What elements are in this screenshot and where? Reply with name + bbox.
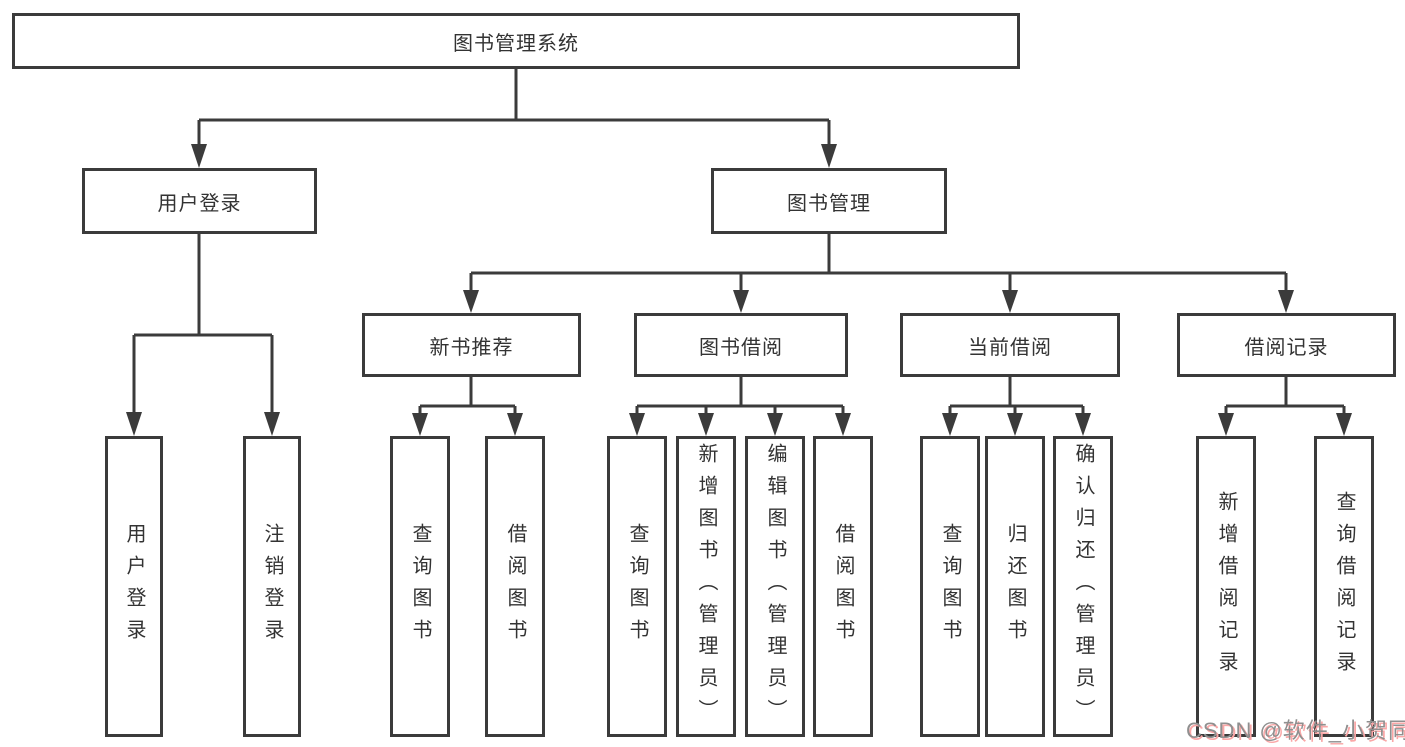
arrow-down-icon	[1218, 413, 1234, 436]
arrow-down-icon	[942, 413, 958, 436]
arrow-down-icon	[264, 412, 280, 436]
leaf-label: 查询图书	[626, 522, 648, 651]
leaf-borrow-books-2: 借阅图书	[813, 436, 873, 737]
connector-new-book-recommend-to-leaves	[412, 377, 523, 436]
connector-root-to-level2	[191, 69, 837, 168]
leaf-query-borrow-record: 查询借阅记录	[1314, 436, 1374, 737]
leaf-label: 新增图书（管理员）	[695, 442, 717, 731]
leaf-label: 注销登录	[261, 522, 283, 651]
arrow-down-icon	[1075, 413, 1091, 436]
leaf-label: 查询图书	[409, 522, 431, 651]
arrow-down-icon	[767, 413, 783, 436]
leaf-label: 编辑图书（管理员）	[764, 442, 786, 731]
leaf-label: 借阅图书	[504, 522, 526, 651]
node-book-borrow: 图书借阅	[634, 313, 848, 377]
leaf-label: 确认归还（管理员）	[1072, 442, 1094, 731]
arrow-down-icon	[733, 290, 749, 313]
leaf-label: 归还图书	[1004, 522, 1026, 651]
arrow-down-icon	[507, 413, 523, 436]
node-borrow-records: 借阅记录	[1177, 313, 1396, 377]
arrow-down-icon	[191, 144, 207, 168]
connector-book-borrow-to-leaves	[629, 377, 851, 436]
leaf-label: 用户登录	[123, 522, 145, 651]
leaf-query-books-3: 查询图书	[920, 436, 980, 737]
arrow-down-icon	[1336, 413, 1352, 436]
node-book-management: 图书管理	[711, 168, 947, 234]
leaf-query-books-1: 查询图书	[390, 436, 450, 737]
arrow-down-icon	[463, 290, 479, 313]
leaf-label: 借阅图书	[832, 522, 854, 651]
leaf-return-books: 归还图书	[985, 436, 1045, 737]
leaf-label: 查询图书	[939, 522, 961, 651]
leaf-add-borrow-record: 新增借阅记录	[1196, 436, 1256, 737]
arrow-down-icon	[629, 413, 645, 436]
arrow-down-icon	[835, 413, 851, 436]
leaf-query-books-2: 查询图书	[607, 436, 667, 737]
leaf-label: 新增借阅记录	[1215, 490, 1237, 683]
arrow-down-icon	[1007, 413, 1023, 436]
arrow-down-icon	[821, 144, 837, 168]
node-new-book-recommend: 新书推荐	[362, 313, 581, 377]
leaf-label: 查询借阅记录	[1333, 490, 1355, 683]
node-library-management-system: 图书管理系统	[12, 13, 1020, 69]
node-current-borrow: 当前借阅	[900, 313, 1120, 377]
connector-user-login-to-leaves	[126, 234, 280, 436]
csdn-watermark: CSDN @软件_小贺同学	[1186, 718, 1405, 743]
leaf-add-books-admin: 新增图书（管理员）	[676, 436, 736, 737]
arrow-down-icon	[1002, 290, 1018, 313]
leaf-confirm-return-admin: 确认归还（管理员）	[1053, 436, 1113, 737]
arrow-down-icon	[126, 412, 142, 436]
leaf-borrow-books-1: 借阅图书	[485, 436, 545, 737]
connector-book-management-to-level3	[463, 234, 1294, 313]
leaf-logout: 注销登录	[243, 436, 301, 737]
arrow-down-icon	[698, 413, 714, 436]
connector-borrow-records-to-leaves	[1218, 377, 1352, 436]
leaf-edit-books-admin: 编辑图书（管理员）	[745, 436, 805, 737]
connector-current-borrow-to-leaves	[942, 377, 1091, 436]
node-user-login: 用户登录	[82, 168, 317, 234]
leaf-user-login: 用户登录	[105, 436, 163, 737]
arrow-down-icon	[412, 413, 428, 436]
arrow-down-icon	[1278, 290, 1294, 313]
